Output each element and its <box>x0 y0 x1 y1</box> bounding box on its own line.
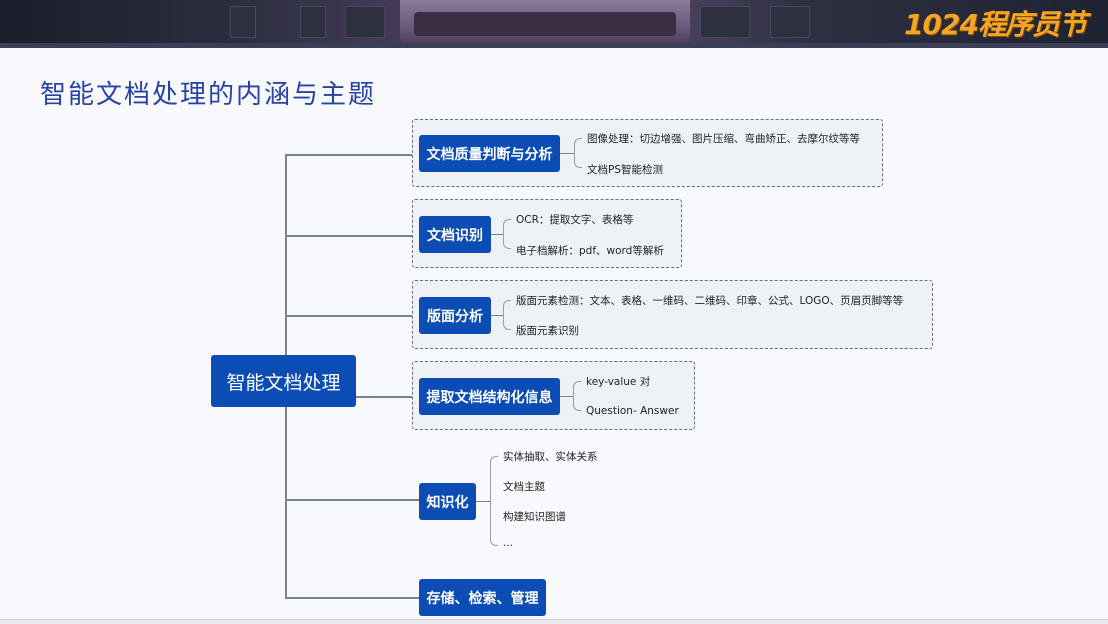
branch-label: 版面分析 <box>427 308 483 325</box>
root-node[interactable]: 智能文档处理 <box>211 355 356 407</box>
leaf-connector <box>560 153 574 154</box>
leaf-bracket <box>574 138 582 168</box>
branch-connector <box>285 597 420 599</box>
branch-node-layout[interactable]: 版面分析 <box>419 297 491 334</box>
leaf-connector <box>491 234 503 235</box>
leaf-item: 版面元素识别 <box>516 325 579 337</box>
banner-decoration <box>770 6 810 38</box>
leaf-item: 文档PS智能检测 <box>587 164 663 176</box>
leaf-item: 实体抽取、实体关系 <box>503 451 598 463</box>
leaf-connector <box>476 501 490 502</box>
branch-label: 文档识别 <box>427 227 483 244</box>
leaf-connector <box>491 315 503 316</box>
leaf-bracket <box>573 381 581 411</box>
branch-label: 存储、检索、管理 <box>426 590 539 607</box>
branch-node-structured-info[interactable]: 提取文档结构化信息 <box>419 378 560 415</box>
banner-decoration <box>345 6 385 38</box>
page-title: 智能文档处理的内涵与主题 <box>40 80 377 110</box>
branch-connector <box>285 235 420 237</box>
leaf-item: ... <box>503 537 514 549</box>
banner-decoration <box>700 6 750 38</box>
event-logo: 1024程序员节 <box>904 8 1087 41</box>
branch-label: 文档质量判断与分析 <box>426 146 553 163</box>
header-banner: 1024程序员节 <box>0 0 1108 48</box>
leaf-bracket <box>490 456 498 546</box>
banner-server-board <box>400 0 690 44</box>
leaf-bracket <box>503 300 511 330</box>
root-node-label: 智能文档处理 <box>226 371 341 394</box>
leaf-item: 构建知识图谱 <box>503 511 566 523</box>
leaf-item: 版面元素检测：文本、表格、一维码、二维码、印章、公式、LOGO、页眉页脚等等 <box>516 295 904 307</box>
leaf-item: Question- Answer <box>586 405 679 417</box>
leaf-item: 图像处理：切边增强、图片压缩、弯曲矫正、去摩尔纹等等 <box>587 133 860 145</box>
leaf-item: key-value 对 <box>586 376 651 388</box>
leaf-item: 电子档解析：pdf、word等解析 <box>516 245 664 257</box>
branch-connector <box>285 499 420 501</box>
branch-node-quality[interactable]: 文档质量判断与分析 <box>419 135 560 172</box>
branch-connector <box>285 154 420 156</box>
footer-divider <box>0 619 1108 624</box>
branch-label: 知识化 <box>426 494 469 511</box>
leaf-bracket <box>503 219 511 249</box>
banner-decoration <box>300 6 326 38</box>
root-connector <box>356 396 416 398</box>
leaf-item: OCR：提取文字、表格等 <box>516 214 634 226</box>
branch-node-recognition[interactable]: 文档识别 <box>419 216 491 253</box>
branch-node-knowledge[interactable]: 知识化 <box>419 483 476 520</box>
branch-group-layout <box>412 280 933 349</box>
banner-decoration <box>230 6 256 38</box>
branch-label: 提取文档结构化信息 <box>426 389 553 406</box>
leaf-item: 文档主题 <box>503 481 545 493</box>
leaf-connector <box>560 396 573 397</box>
banner-divider <box>0 43 1108 48</box>
branch-node-storage[interactable]: 存储、检索、管理 <box>419 579 546 616</box>
branch-connector <box>285 315 420 317</box>
